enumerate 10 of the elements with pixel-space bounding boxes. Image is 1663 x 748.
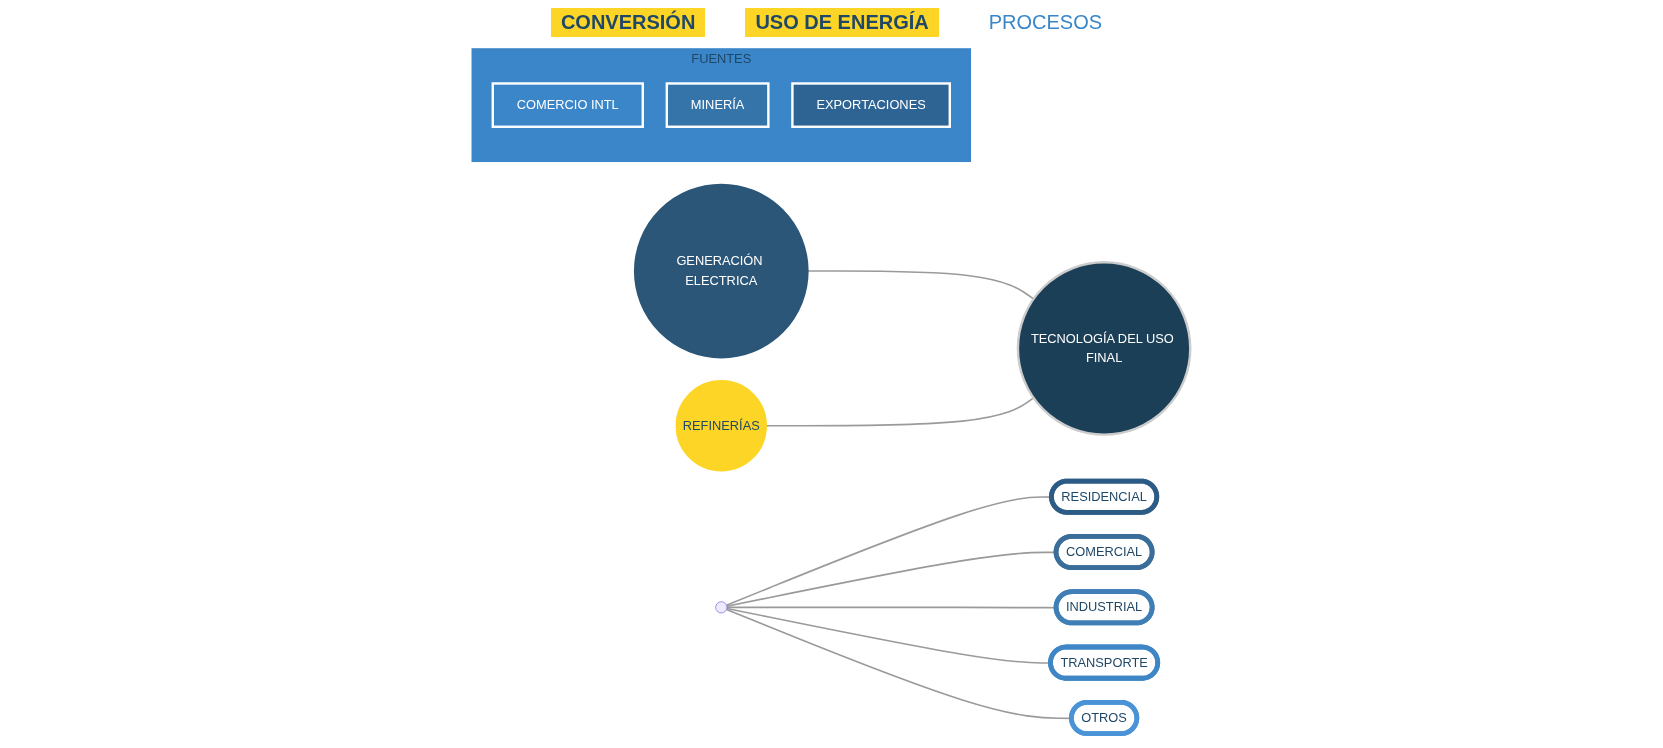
node-circle: TECNOLOGÍA DEL USO FINAL bbox=[1016, 261, 1192, 436]
node-box: EXPORTACIONES bbox=[791, 82, 951, 128]
node-circle: GENERACIÓN ELECTRICA bbox=[633, 183, 809, 359]
node-box: MINERÍA bbox=[665, 82, 770, 128]
node-circle bbox=[715, 601, 728, 614]
node-circle: REFINERÍAS bbox=[675, 380, 767, 472]
section-heading: CONVERSIÓN bbox=[550, 8, 706, 37]
node-box: COMERCIO INTL bbox=[491, 82, 644, 128]
section-heading: USO DE ENERGÍA bbox=[745, 8, 939, 37]
section-label: PROCESOS bbox=[987, 10, 1104, 35]
